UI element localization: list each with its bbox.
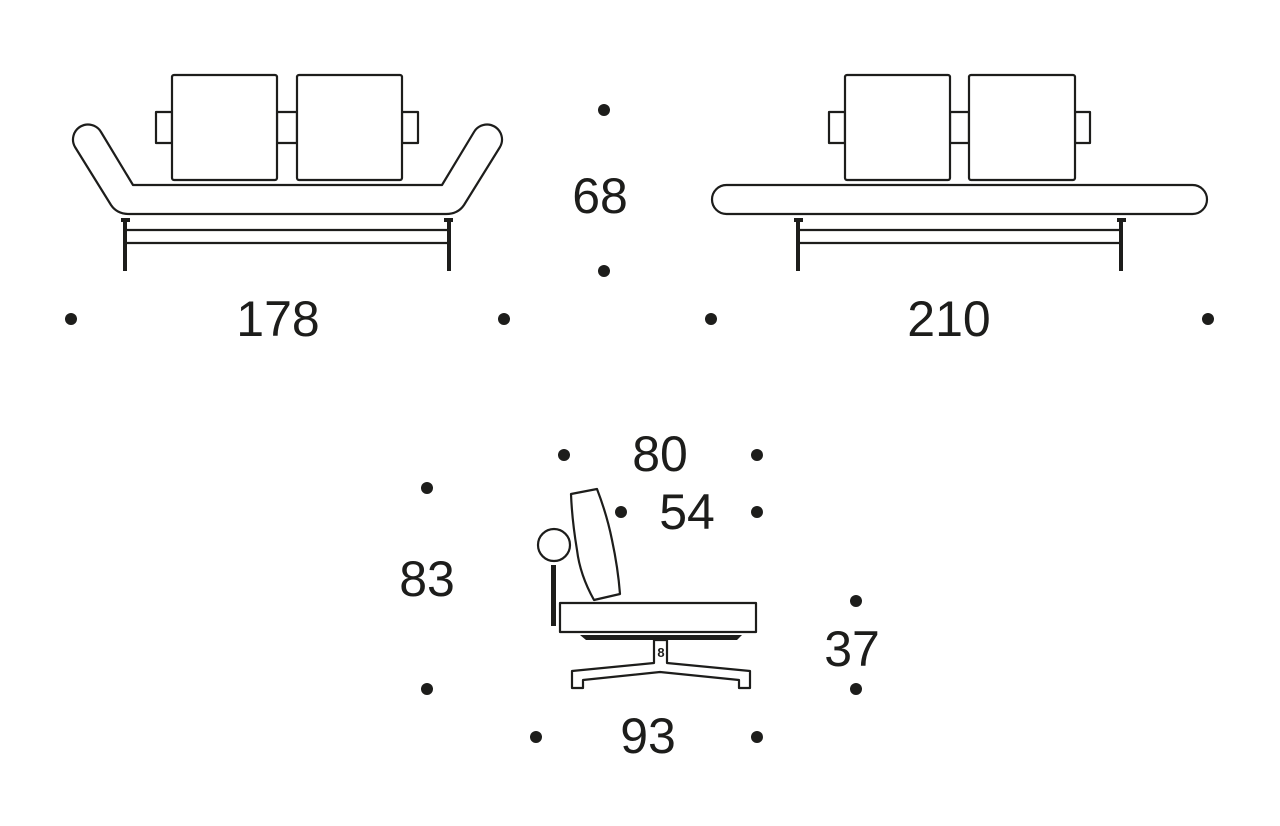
dimension-seat-depth: 54: [659, 484, 715, 540]
cushion: [170, 73, 279, 182]
dimension-bed-width: 210: [907, 291, 990, 347]
dimension-markers: [65, 104, 1214, 743]
dimension-bed-depth: 93: [620, 708, 676, 764]
cushion: [295, 73, 404, 182]
dimension-seat-height: 37: [824, 621, 880, 677]
dimension-depth-top: 80: [632, 426, 688, 482]
sofa-front-view: [71, 73, 504, 271]
sofa-side-view: 8: [536, 487, 758, 690]
base-label: 8: [657, 645, 664, 660]
dimension-total-height: 83: [399, 551, 455, 607]
dimension-height: 68: [572, 168, 628, 224]
cushion: [843, 73, 952, 182]
cushion: [967, 73, 1077, 182]
dimension-sofa-width: 178: [236, 291, 319, 347]
bed-front-view: [710, 73, 1209, 271]
